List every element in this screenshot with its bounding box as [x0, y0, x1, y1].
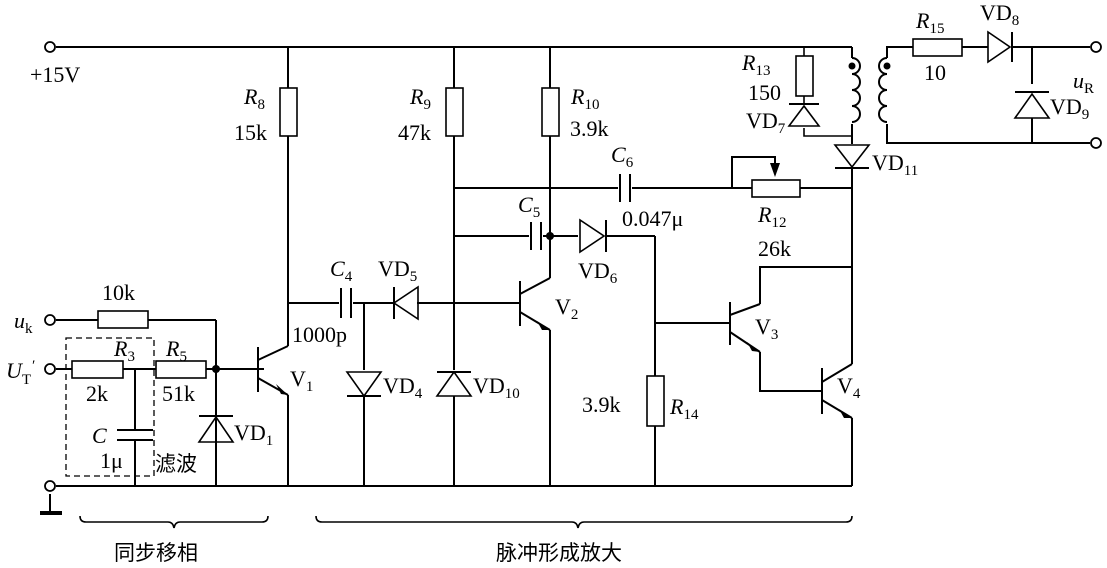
ground-terminal — [44, 480, 56, 492]
brace-pulse-section — [315, 515, 853, 529]
C4-value: 1000p — [292, 322, 347, 347]
uk-label: uk — [14, 308, 33, 337]
VD10-label: VD10 — [473, 373, 520, 402]
V4-label: V4 — [837, 373, 861, 402]
V3-label: V3 — [755, 314, 778, 343]
resistor-R14 — [646, 375, 665, 427]
filter-annotation: 滤波 — [155, 452, 197, 476]
resistor-10k — [97, 310, 149, 329]
V2-label: V2 — [555, 294, 578, 323]
R5-label: R5 — [165, 336, 187, 365]
junction-dot — [546, 232, 554, 240]
VD1-label: VD1 — [234, 420, 273, 449]
C5-label: C5 — [518, 192, 540, 221]
R14-value: 3.9k — [582, 392, 621, 417]
C4-label: C4 — [330, 256, 353, 285]
R12-value: 26k — [758, 236, 791, 261]
resistor-R13 — [795, 55, 814, 97]
R9-label: R9 — [409, 84, 431, 113]
VD5-label: VD5 — [378, 256, 417, 285]
resistor-R5 — [155, 360, 207, 379]
V1-label: V1 — [290, 366, 313, 395]
diode-VD9 — [1013, 91, 1051, 119]
secondary-dot-icon — [883, 62, 891, 70]
VD7-label: VD7 — [746, 108, 786, 137]
VD4-label: VD4 — [383, 373, 423, 402]
ut-terminal — [44, 363, 56, 375]
diode-VD10 — [435, 370, 473, 397]
R13-label: R13 — [741, 50, 770, 79]
R10-value: 3.9k — [570, 116, 609, 141]
R12-wiper-arrow-icon — [770, 163, 780, 177]
resistor-R10 — [541, 87, 560, 137]
ut-label: UT′ — [6, 358, 35, 388]
VD6-label: VD6 — [578, 258, 618, 287]
C6-value: 0.047μ — [622, 206, 683, 231]
transistor-V2 — [519, 277, 551, 331]
R10-label: R10 — [570, 84, 599, 113]
uk-terminal — [44, 314, 56, 326]
capacitor-C4 — [340, 288, 352, 318]
R13-value: 150 — [748, 80, 781, 105]
VD8-label: VD8 — [980, 0, 1019, 29]
section-label-pulse-forming: 脉冲形成放大 — [496, 541, 622, 565]
transistor-V3 — [729, 302, 761, 353]
diode-VD6 — [579, 218, 607, 254]
resistor-10k-value: 10k — [102, 280, 135, 305]
transistor-V1 — [230, 345, 289, 396]
diode-VD7 — [787, 103, 821, 127]
R5-value: 51k — [162, 381, 195, 406]
resistor-R3 — [71, 360, 124, 379]
R12-label: R12 — [757, 202, 786, 231]
junction-dot — [212, 365, 220, 373]
output-label: uR — [1073, 68, 1094, 97]
filter-box-outline — [65, 337, 155, 477]
VD11-label: VD11 — [872, 150, 918, 179]
R8-value: 15k — [234, 120, 267, 145]
C-value: 1μ — [100, 448, 123, 473]
diode-VD4 — [345, 371, 383, 398]
C6-label: C6 — [611, 142, 634, 171]
resistor-R12 — [751, 179, 801, 198]
pulse-transformer — [848, 57, 891, 123]
diode-VD5 — [392, 285, 419, 321]
VD9-label: VD9 — [1050, 94, 1089, 123]
supply-label: +15V — [30, 62, 80, 87]
diode-VD1 — [197, 415, 235, 443]
R3-value: 2k — [86, 381, 108, 406]
resistor-R9 — [445, 87, 464, 137]
capacitor-C5 — [530, 222, 542, 250]
R8-label: R8 — [243, 84, 265, 113]
R14-label: R14 — [669, 394, 699, 423]
transistor-V4 — [821, 363, 853, 419]
output-terminal-top — [1090, 41, 1102, 53]
supply-terminal — [44, 41, 56, 53]
diode-VD11 — [833, 144, 871, 169]
R15-label: R15 — [915, 8, 944, 37]
resistor-R15 — [912, 38, 963, 57]
output-terminal-bottom — [1090, 137, 1102, 149]
resistor-R8 — [279, 87, 298, 137]
C-label: C — [92, 423, 107, 448]
R9-value: 47k — [398, 120, 431, 145]
primary-dot-icon — [848, 62, 856, 70]
capacitor-C6 — [619, 174, 631, 202]
wires — [40, 46, 1090, 515]
section-label-sync-phase-shift: 同步移相 — [114, 541, 198, 565]
R3-label: R3 — [113, 336, 135, 365]
diode-VD8 — [987, 30, 1013, 64]
capacitor-C — [117, 429, 153, 441]
R15-value: 10 — [924, 60, 946, 85]
brace-sync-section — [79, 515, 269, 529]
